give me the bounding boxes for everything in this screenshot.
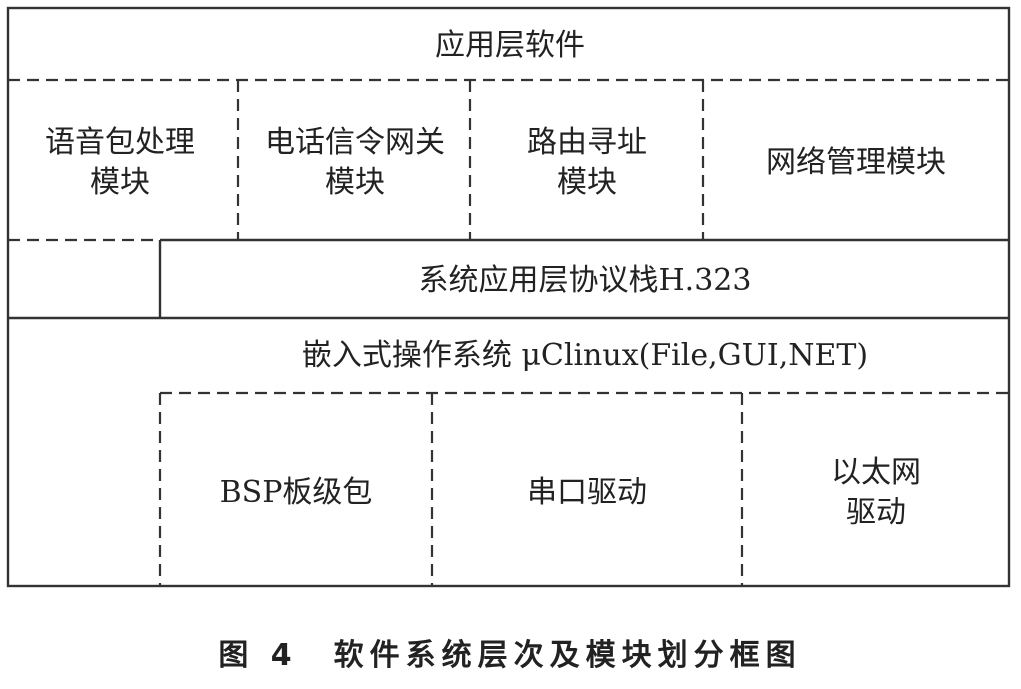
os-label: 嵌入式操作系统 μClinux(File,GUI,NET) bbox=[302, 338, 868, 373]
ethernet-driver-label-line1: 以太网 bbox=[831, 455, 921, 490]
signaling-module-label-line1: 电话信令网关 bbox=[265, 125, 445, 160]
routing-module-label-line2: 模块 bbox=[557, 165, 617, 200]
outer-frame bbox=[6, 6, 1011, 588]
protocol-stack-label: 系统应用层协议栈H.323 bbox=[419, 263, 752, 298]
figure-caption: 图 4 软件系统层次及模块划分框图 bbox=[218, 638, 801, 673]
serial-driver-label: 串口驱动 bbox=[527, 475, 647, 510]
signaling-module-label-line2: 模块 bbox=[325, 165, 385, 200]
bsp-driver-label: BSP板级包 bbox=[220, 475, 373, 510]
app-layer-label: 应用层软件 bbox=[435, 28, 585, 63]
routing-module-label-line1: 路由寻址 bbox=[527, 125, 647, 160]
network-mgmt-module-label: 网络管理模块 bbox=[766, 145, 946, 180]
voice-module-label-line1: 语音包处理 bbox=[45, 125, 195, 160]
voice-module-label-line2: 模块 bbox=[90, 165, 150, 200]
ethernet-driver-label-line2: 驱动 bbox=[846, 495, 906, 530]
